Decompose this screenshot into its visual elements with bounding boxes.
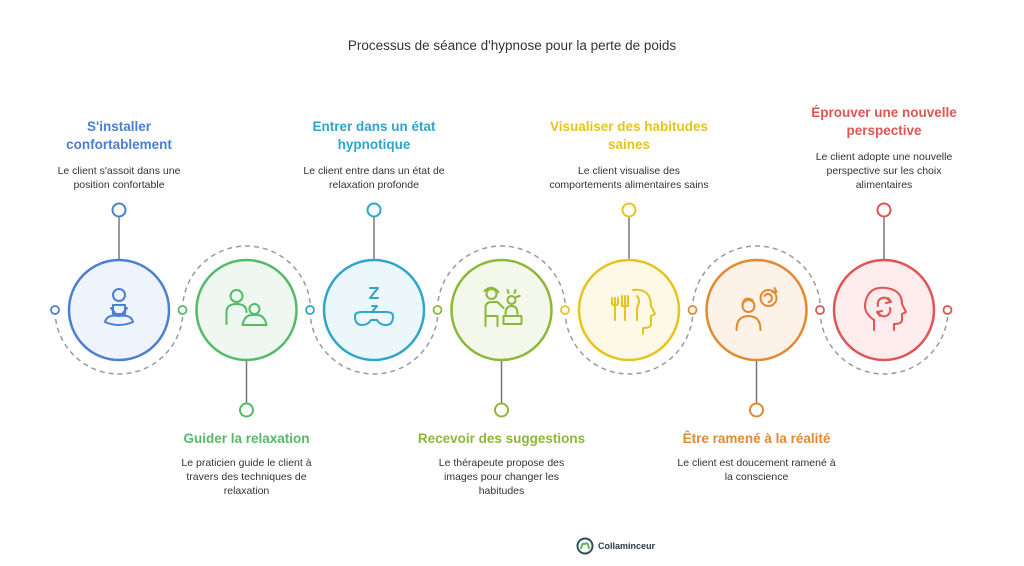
step-2 [181, 245, 312, 418]
connector-arc [54, 309, 184, 375]
brand-logo: Collaminceur [576, 537, 655, 555]
step-stem-knob [366, 202, 382, 218]
step-circle [67, 258, 171, 362]
step-4-heading: Recevoir des suggestions [417, 431, 586, 446]
step-2-heading: Guider la relaxation [183, 431, 310, 446]
step-stem-knob [111, 202, 127, 218]
therapist-icon [483, 286, 523, 327]
return-person-icon [735, 287, 778, 331]
step-3-heading: Entrer dans un état hypnotique [312, 119, 436, 152]
step-stem-knob [239, 402, 254, 418]
step-circle [832, 258, 936, 362]
junction-dot [177, 305, 188, 315]
step-6 [691, 245, 822, 418]
step-1-heading: S'installer confortablement [66, 119, 172, 152]
connector-arc [691, 245, 822, 311]
step-stem-knob [876, 202, 892, 218]
step-1-description: Le client s'assoit dans une position con… [57, 165, 181, 191]
connector-arc [181, 245, 312, 311]
step-stem-knob [749, 402, 764, 418]
diagram-title: Processus de séance d'hypnose pour la pe… [347, 38, 677, 53]
step-6-heading: Être ramené à la réalité [682, 431, 831, 446]
junction-dot [305, 305, 315, 315]
step-7-description: Le client adopte une nouvelle perspectiv… [815, 151, 953, 191]
sleep-mask-icon [354, 287, 394, 326]
connector-arc [819, 309, 949, 375]
step-5-description: Le client visualise des comportements al… [549, 165, 709, 191]
caregiver-icon [225, 289, 268, 326]
step-7 [819, 202, 949, 375]
step-7-heading: Éprouver une nouvelle perspective [811, 105, 957, 138]
step-3-description: Le client entre dans un état de relaxati… [303, 165, 445, 191]
step-6-description: Le client est doucement ramené à la cons… [677, 457, 836, 483]
step-3 [309, 202, 439, 375]
step-5 [564, 202, 694, 375]
junction-dot [942, 305, 953, 315]
junction-dot [815, 305, 825, 315]
step-stem-knob [621, 202, 637, 218]
mind-food-icon [611, 288, 656, 335]
seated-person-icon [104, 288, 134, 326]
collaminceur-logo-icon [576, 537, 594, 555]
step-4-description: Le thérapeute propose des images pour ch… [438, 457, 565, 497]
step-stem-knob [494, 402, 509, 418]
connector-arc [436, 245, 567, 311]
junction-dot [50, 305, 60, 315]
junction-dot [687, 305, 698, 315]
step-circle [705, 258, 808, 362]
junction-dot [432, 305, 443, 315]
step-2-description: Le praticien guide le client à travers d… [181, 457, 312, 497]
connector-arc [564, 309, 694, 375]
step-4 [436, 245, 567, 418]
connector-arc [309, 309, 439, 375]
junction-dot [560, 305, 570, 315]
step-circle [450, 258, 553, 362]
step-5-heading: Visualiser des habitudes saines [549, 119, 709, 152]
logo-text: Collaminceur [598, 541, 656, 551]
step-circle [577, 258, 681, 362]
step-1 [54, 202, 184, 375]
new-perspective-head-icon [864, 286, 907, 331]
